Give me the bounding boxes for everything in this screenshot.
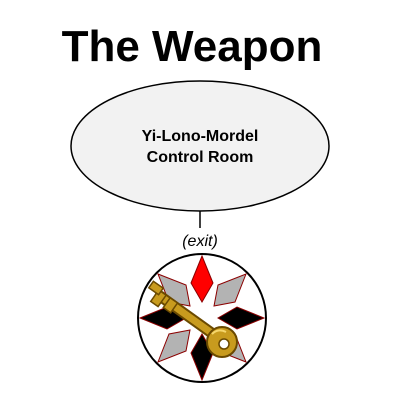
star-point-top — [190, 254, 214, 303]
star-point-top-right — [213, 273, 247, 307]
key-icon — [147, 280, 238, 358]
key-on-compass-star-icon[interactable] — [137, 253, 267, 383]
room-name-line1: Yi-Lono-Mordel — [142, 128, 259, 145]
star-point-right — [217, 306, 266, 330]
room-name-line2: Control Room — [147, 149, 254, 166]
page-title: The Weapon — [61, 22, 323, 71]
star-point-top-left — [157, 273, 191, 307]
exit-label: (exit) — [182, 233, 218, 250]
room-ellipse — [70, 80, 330, 212]
room-node[interactable]: Yi-Lono-Mordel Control Room — [70, 80, 330, 212]
star-point-bottom-left — [157, 329, 191, 363]
